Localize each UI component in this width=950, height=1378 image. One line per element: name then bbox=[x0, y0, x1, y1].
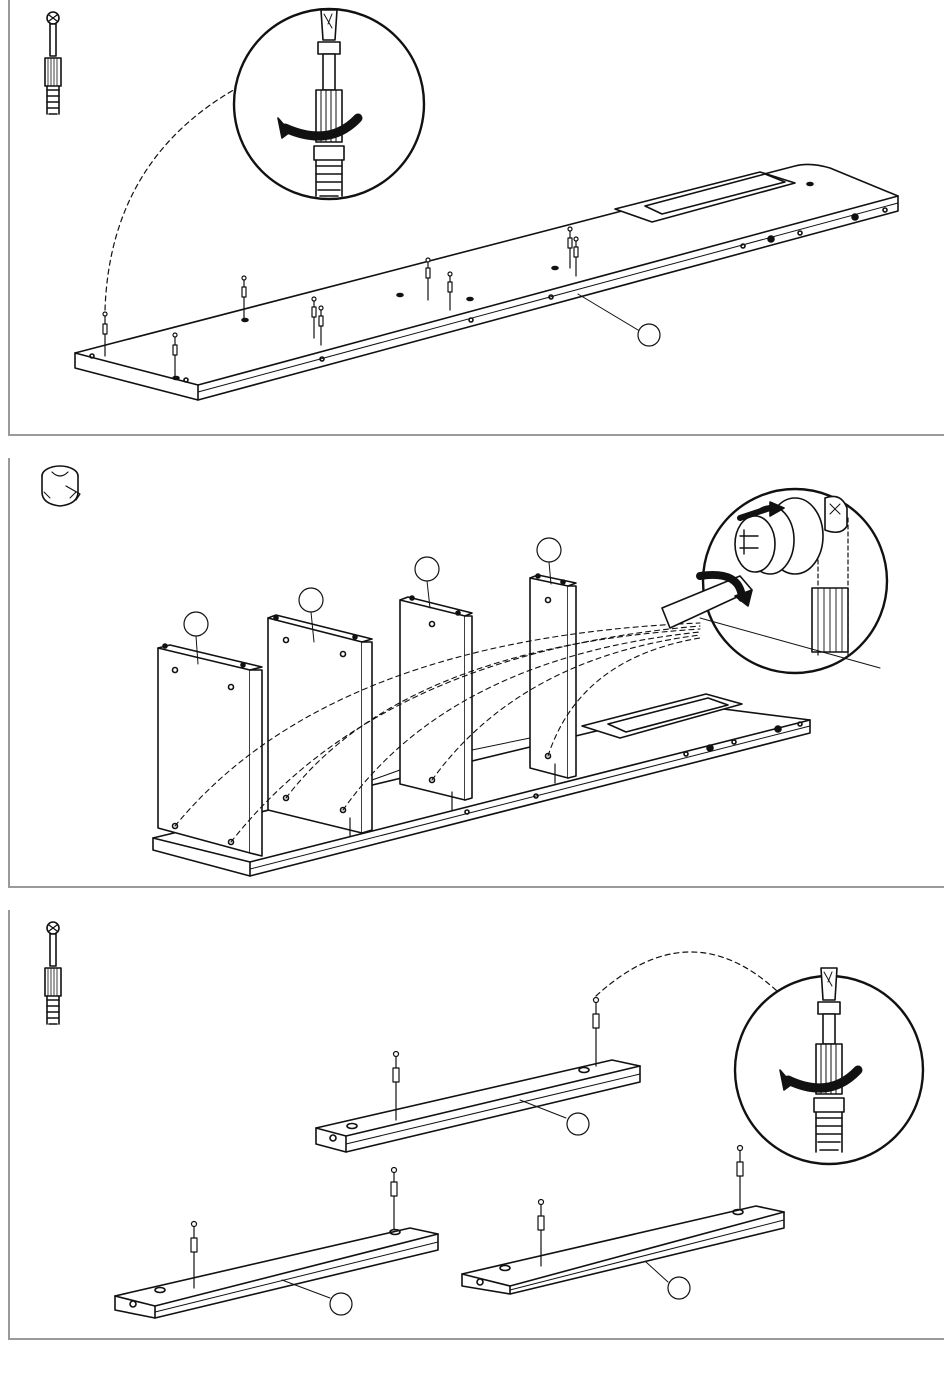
part-callout bbox=[578, 294, 660, 346]
bottom-board bbox=[75, 164, 898, 400]
part-callout bbox=[646, 1262, 690, 1299]
step-1-panel bbox=[0, 0, 950, 436]
rail-board bbox=[462, 1206, 784, 1294]
rail-board bbox=[316, 1060, 640, 1152]
rail-board bbox=[115, 1228, 438, 1318]
divider-panel bbox=[400, 596, 472, 800]
cam-bolt-dowel-icon bbox=[45, 922, 61, 1024]
screwdriver-detail-zoom bbox=[234, 9, 424, 199]
side-panel bbox=[158, 644, 262, 856]
step-3-panel bbox=[0, 910, 950, 1340]
screwdriver-cam-lock-zoom bbox=[662, 489, 887, 673]
cam-lock-nut-icon bbox=[42, 466, 80, 506]
screwdriver-detail-zoom bbox=[735, 968, 923, 1164]
step-2-panel bbox=[0, 458, 950, 888]
side-panel bbox=[530, 574, 576, 778]
divider-panel bbox=[268, 615, 372, 833]
cam-bolt-dowel-icon bbox=[45, 12, 61, 114]
